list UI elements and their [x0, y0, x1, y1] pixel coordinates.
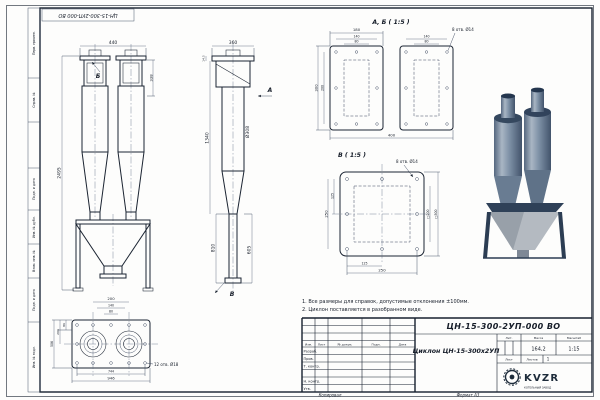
- tb-hdr-izm: Изм.: [305, 342, 312, 346]
- cyclone-3d-render: [483, 87, 566, 259]
- flange-view-v: В ( 1:5 ) 8 отв. Ø14 250 125 125 250 □20…: [324, 152, 440, 275]
- dim-side-width: 360: [229, 40, 238, 46]
- dim-plan-506: 506: [50, 341, 54, 347]
- frame-field-label: Подп. и дата: [32, 289, 36, 311]
- logo-text: KVZR: [524, 373, 559, 384]
- frame-field-label: Перв. примен.: [32, 31, 36, 55]
- view-title-ab: А, Б ( 1:5 ): [371, 19, 409, 26]
- dim-side-flange: 14,5: [202, 55, 206, 62]
- tb-lbl-listov: Листов: [526, 357, 537, 361]
- dim-ab-140-right: 140: [423, 34, 429, 38]
- dim-plan-140: 140: [108, 303, 114, 307]
- frame-field-label: Инв. № дубл.: [32, 216, 36, 238]
- dim-v-125-left: 125: [330, 193, 334, 199]
- dim-v-250-left: 250: [324, 210, 329, 218]
- tb-hdr-podp: Подп.: [371, 342, 380, 346]
- dim-v-250-bottom: 250: [378, 267, 386, 272]
- plan-view: 200 140 80 86 206 506 744 946 12 отв. Ø1…: [50, 296, 179, 383]
- holes-note-plan: 12 отв. Ø18: [154, 362, 179, 367]
- view-label-a: А: [267, 87, 273, 94]
- tb-row-tkontr: Т. контр.: [303, 365, 320, 369]
- dim-v-sq300: □300: [434, 209, 438, 218]
- view-title-v: В ( 1:5 ): [338, 152, 366, 159]
- dim-v-125-bottom: 125: [361, 261, 367, 265]
- frame-field-label: Инв. № подл.: [32, 346, 36, 368]
- tb-hdr-list: Лист: [318, 342, 326, 346]
- doc-code-stamp: ЦН-15-300-2УП-000 ВО: [58, 12, 117, 18]
- flange-view-ab: А, Б ( 1:5 ) 180 140 80 140 80 8 отв. Ø1…: [314, 19, 474, 140]
- tb-doc-code: ЦН-15-300-2УП-000 ВО: [446, 322, 560, 331]
- view-label-v: В: [230, 291, 235, 298]
- tb-hdr-massa: Масса: [534, 336, 544, 340]
- dim-front-width: 440: [109, 40, 118, 46]
- dim-ab-180: 180: [353, 27, 361, 32]
- dim-plan-200: 200: [107, 296, 115, 301]
- dim-ab-80-right: 80: [424, 40, 428, 44]
- dim-side-diameter: Ø308: [244, 126, 251, 138]
- holes-note-v: 8 отв. Ø14: [396, 159, 418, 164]
- tb-lbl-list: Лист: [505, 357, 513, 361]
- side-view: 360 14,5 1340 810 605 Ø308 А В: [202, 40, 273, 298]
- dim-ab-400: 400: [388, 132, 396, 137]
- tb-val-listov: 1: [547, 357, 550, 362]
- dim-ab-80-left: 80: [354, 40, 358, 44]
- frame-field-label: Взам. инв. №: [32, 250, 36, 272]
- view-label-b: Б: [96, 73, 101, 80]
- tb-row-prov: Пров.: [304, 357, 314, 361]
- tb-hdr-data: Дата: [399, 342, 407, 346]
- note-line-2: 2. Циклон поставляется в разобранном вид…: [302, 307, 423, 313]
- dim-plan-80: 80: [109, 309, 113, 313]
- dim-front-inlet: 338: [149, 74, 154, 82]
- frame-field-label: Справ. №: [32, 92, 36, 108]
- dim-side-outlet: 605: [247, 246, 253, 255]
- logo-subtext: КОТЕЛЬНЫЙ ЗАВОД: [524, 385, 551, 390]
- footer-copied-label: Копировал: [319, 393, 342, 398]
- dim-plan-86: 86: [62, 323, 66, 327]
- tb-row-razrab: Разраб.: [304, 350, 318, 354]
- tb-hdr-lit: Лит.: [506, 336, 513, 340]
- tb-val-masshtab: 1:15: [568, 347, 579, 353]
- footer-format-label: Формат А3: [457, 393, 480, 398]
- dim-front-height: 2495: [57, 167, 63, 179]
- tb-row-nkontr: Н. контр.: [304, 380, 321, 384]
- tb-product-name: Циклон ЦН-15-300х2УП: [413, 348, 501, 355]
- dim-ab-140-left: 140: [353, 34, 359, 38]
- dim-plan-744: 744: [108, 369, 114, 373]
- tb-row-utv: Утв.: [304, 387, 311, 391]
- dim-plan-206: 206: [56, 329, 60, 335]
- sheet-frame: Перв. примен. Справ. № Подп. и дата Инв.…: [6, 5, 594, 398]
- dim-side-cone: 810: [211, 244, 217, 253]
- dim-ab-300: 300: [314, 84, 319, 92]
- dim-plan-946: 946: [107, 375, 115, 380]
- dim-ab-200: 200: [320, 85, 324, 91]
- front-view: 440 2495 338 Б: [57, 40, 155, 292]
- dim-v-sq200: □200: [426, 209, 430, 218]
- title-block: Изм. Лист № докум. Подп. Дата Разраб. Пр…: [301, 317, 592, 392]
- dim-side-body: 1340: [205, 132, 211, 144]
- tb-hdr-masshtab: Масштаб: [567, 336, 581, 340]
- notes: 1. Все размеры для справок, допустимые о…: [302, 299, 469, 313]
- note-line-1: 1. Все размеры для справок, допустимые о…: [302, 299, 469, 305]
- kvzr-logo: KVZR КОТЕЛЬНЫЙ ЗАВОД: [503, 368, 559, 390]
- holes-note-ab: 8 отв. Ø14: [452, 27, 474, 32]
- tb-hdr-doc: № докум.: [338, 342, 353, 346]
- frame-field-label: Подп. и дата: [32, 178, 36, 200]
- tb-val-massa: 164,2: [531, 347, 545, 353]
